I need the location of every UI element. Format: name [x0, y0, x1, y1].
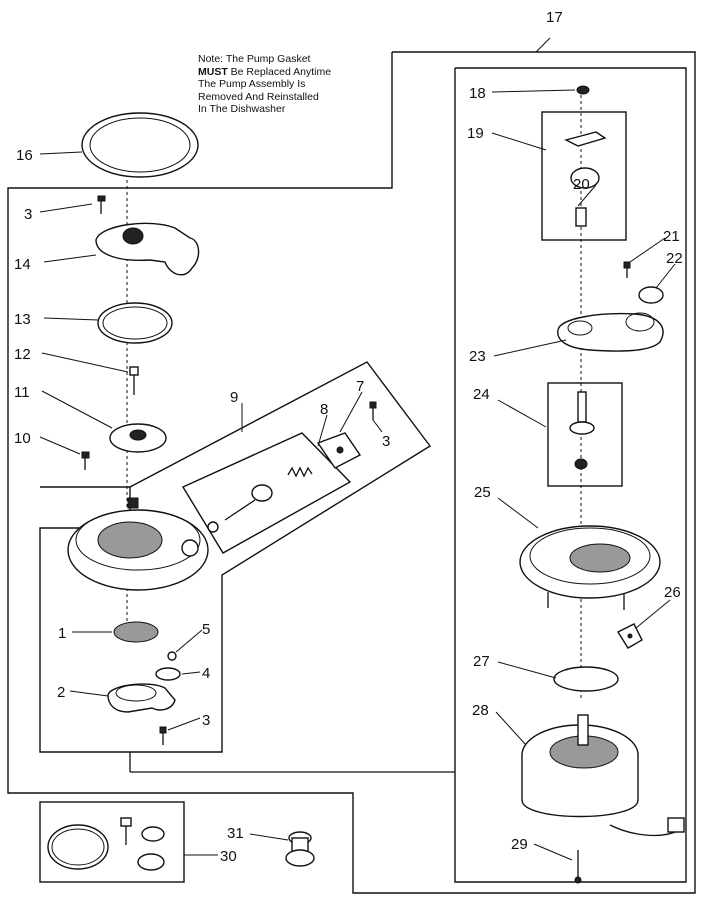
- part-2-pump-base: [107, 683, 176, 713]
- part-10-screw: [81, 451, 90, 470]
- part-1-filter-screen: [113, 621, 159, 643]
- pump-gasket-note: Note: The Pump Gasket MUST Be Replaced A…: [198, 53, 398, 116]
- callout-26: 26: [664, 584, 681, 601]
- valve-stem: [207, 484, 273, 533]
- callout-23: 23: [469, 348, 486, 365]
- part-3-screw-bottom: [159, 726, 167, 745]
- callout-5: 5: [202, 621, 210, 638]
- callout-13: 13: [14, 311, 31, 328]
- part-24-shaft: [569, 391, 595, 470]
- part-12-bolt: [129, 366, 139, 395]
- callout-21: 21: [663, 228, 680, 245]
- part-26-connector: [616, 623, 643, 649]
- part-25-motor-mount: [519, 525, 661, 610]
- kit-gasket-ring: [47, 824, 109, 870]
- callout-9: 9: [230, 389, 238, 406]
- note-line-5: In The Dishwasher: [198, 103, 286, 115]
- callout-27: 27: [473, 653, 490, 670]
- callout-30: 30: [220, 848, 237, 865]
- part-23-motor-plate: [557, 312, 664, 352]
- note-line-1: Note: The Pump Gasket: [198, 53, 311, 65]
- kit-bolt: [120, 817, 132, 845]
- note-line-3: The Pump Assembly Is: [198, 78, 306, 90]
- callout-31: 31: [227, 825, 244, 842]
- part-21-screw: [623, 261, 631, 278]
- leader-lines: [39, 37, 676, 861]
- part-14-pump-cover: [95, 222, 200, 276]
- callout-3-valve: 3: [382, 433, 390, 450]
- callout-18: 18: [469, 85, 486, 102]
- kit-seal-a: [141, 826, 165, 842]
- callout-25: 25: [474, 484, 491, 501]
- pump-housing: [67, 497, 209, 591]
- callout-19: 19: [467, 125, 484, 142]
- callout-10: 10: [14, 430, 31, 447]
- callout-1: 1: [58, 625, 66, 642]
- note-must: MUST: [198, 65, 228, 78]
- callout-22: 22: [666, 250, 683, 267]
- callout-7: 7: [356, 378, 364, 395]
- part-31-plug: [285, 831, 315, 867]
- callout-11: 11: [14, 384, 30, 401]
- callout-24: 24: [473, 386, 490, 403]
- kit-seal-b: [137, 853, 165, 871]
- part-8-spring: [287, 466, 313, 478]
- part-19-seal: [564, 131, 607, 189]
- gasket-kit-box-30: [39, 801, 185, 883]
- part-20-bushing: [575, 207, 587, 227]
- callout-14: 14: [14, 256, 31, 273]
- part-29-screw: [574, 850, 582, 884]
- part-22-o-ring: [638, 286, 664, 304]
- motor-assembly-outline: [454, 67, 687, 883]
- callout-4: 4: [202, 665, 210, 682]
- impeller-assembly-box-24: [547, 382, 623, 487]
- callout-28: 28: [472, 702, 489, 719]
- note-line-4: Removed And Reinstalled: [198, 90, 319, 103]
- callout-17: 17: [546, 9, 563, 26]
- callout-8: 8: [320, 401, 328, 418]
- callout-29: 29: [511, 836, 528, 853]
- part-3-screw-top: [97, 195, 106, 214]
- callout-3-bottom: 3: [202, 712, 210, 729]
- callout-20: 20: [573, 176, 590, 193]
- callout-12: 12: [14, 346, 31, 363]
- callout-3-top: 3: [24, 206, 32, 223]
- note-line-2-rest: Be Replaced Anytime: [227, 65, 332, 78]
- part-11-impeller: [109, 423, 167, 453]
- assembly-17-outline: [7, 51, 696, 894]
- part-27-spacer: [553, 666, 619, 692]
- part-28-motor: [521, 714, 685, 837]
- note-line-2: MUST Be Replaced Anytime: [198, 66, 398, 79]
- seal-assembly-box-19: [541, 111, 627, 241]
- part-13-o-ring: [97, 302, 173, 344]
- part-7-valve-cap: [316, 432, 362, 469]
- part-4-washer: [155, 667, 181, 681]
- callout-16: 16: [16, 147, 33, 164]
- part-16-pump-gasket: [81, 112, 199, 178]
- part-3-screw-valve: [369, 401, 377, 420]
- callout-2: 2: [57, 684, 65, 701]
- part-5-check-ball: [167, 651, 177, 661]
- part-18-nut: [576, 85, 590, 95]
